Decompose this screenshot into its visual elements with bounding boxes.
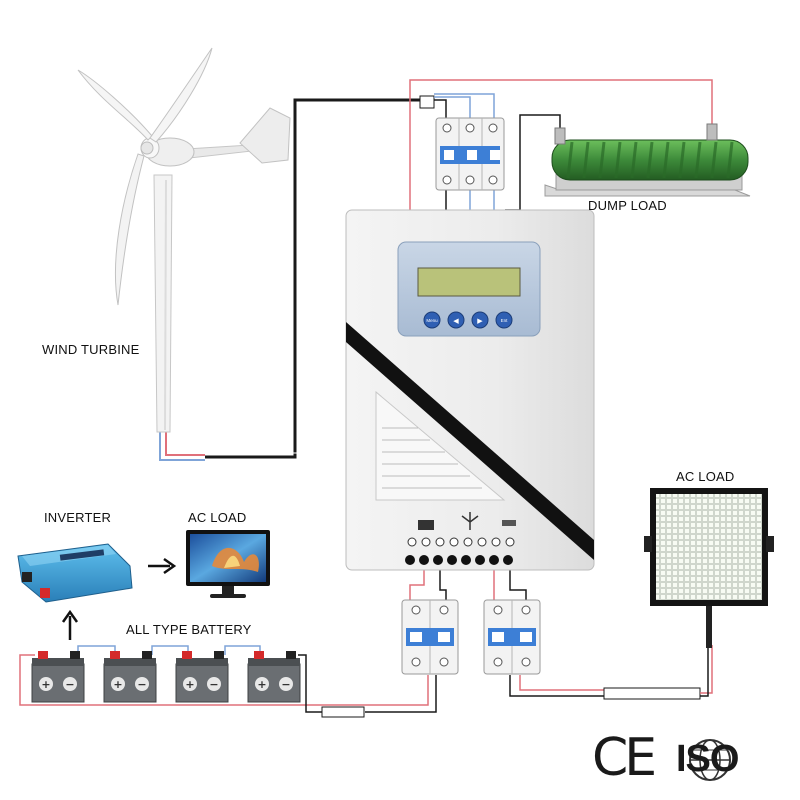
svg-text:−: − [209, 678, 218, 691]
led-panel-icon [644, 488, 774, 648]
battery-bank: + − + − + − [31, 651, 301, 703]
wire-turbine-sheath [205, 103, 420, 454]
right-button[interactable] [471, 311, 489, 329]
resistor-icon [544, 123, 751, 197]
wire-turbine-red [165, 430, 205, 456]
battery-icon: + − [31, 651, 85, 703]
breaker-icon [483, 599, 541, 675]
svg-text:−: − [65, 678, 74, 691]
wire-dump-red [409, 79, 713, 126]
left-button[interactable] [447, 311, 465, 329]
arrow-right-icon [148, 557, 177, 575]
monitor-icon [186, 530, 270, 598]
svg-text:−: − [281, 678, 290, 691]
ac-load-left-label: AC LOAD [188, 510, 247, 525]
ac-load-right-label: AC LOAD [676, 469, 735, 484]
left-button-label: ◀ [453, 317, 459, 325]
battery-label: ALL TYPE BATTERY [126, 622, 252, 637]
wire-joint-battery [321, 706, 365, 718]
wire-load-red [519, 675, 604, 691]
arrow-up-icon [61, 609, 79, 640]
wire-load-black [509, 675, 604, 697]
iso-mark-text: ISO [676, 738, 739, 780]
breaker-icon [401, 599, 459, 675]
dump-load-label: DUMP LOAD [588, 198, 667, 213]
svg-text:+: + [185, 678, 194, 691]
breaker-icon [435, 117, 505, 191]
enter-button[interactable] [495, 311, 513, 329]
controller-buttons: Menu ◀ ▶ Ent [423, 311, 513, 329]
controller-icon [345, 209, 595, 571]
svg-text:+: + [257, 678, 266, 691]
svg-text:+: + [113, 678, 122, 691]
inverter-icon [17, 543, 133, 603]
svg-text:−: − [137, 678, 146, 691]
enter-button-label: Ent [501, 318, 509, 323]
controller-lcd [417, 267, 521, 297]
wire-battery-black [365, 675, 437, 713]
battery-icon: + − [103, 651, 157, 703]
inverter-label: INVERTER [44, 510, 112, 525]
iso-mark-icon [689, 739, 731, 781]
battery-icon: + − [175, 651, 229, 703]
wire-battery-red [19, 654, 429, 706]
wire-turbine-blue [159, 430, 205, 461]
wire-joint-top [419, 95, 435, 109]
wind-turbine-icon [77, 47, 291, 433]
menu-button-label: Menu [426, 318, 438, 323]
svg-text:+: + [41, 678, 50, 691]
menu-button[interactable] [423, 311, 441, 329]
wire-turbine-black [205, 98, 420, 459]
wind-turbine-label: WIND TURBINE [42, 342, 140, 357]
battery-icon: + − [247, 651, 301, 703]
wire-joint-load [603, 687, 701, 700]
right-button-label: ▶ [477, 317, 483, 325]
instruction-label [375, 390, 506, 501]
ce-mark-icon: CE [592, 728, 657, 788]
